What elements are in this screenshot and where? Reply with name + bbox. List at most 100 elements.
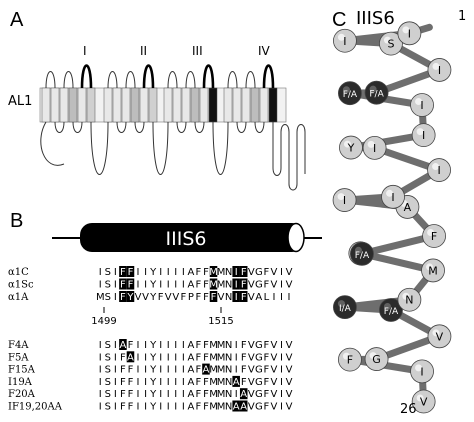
residue-letter: V <box>286 352 293 363</box>
extracellular-loop <box>227 71 238 89</box>
ball-highlight <box>416 128 424 136</box>
helix-model-title: IIIS6 <box>356 8 395 29</box>
residue-letter: I <box>182 280 185 291</box>
linker-loop <box>212 121 229 175</box>
residue-letter: F <box>241 280 247 291</box>
transmembrane-segment <box>268 87 278 123</box>
residue-letter: I <box>137 267 140 278</box>
residue-letter: I <box>280 267 283 278</box>
helix-end-label: 26 <box>400 402 417 417</box>
residue-letter: I <box>174 365 177 376</box>
residue-letter: I <box>235 267 238 278</box>
residue-letter: I <box>167 340 170 351</box>
residue-letter: I <box>144 340 147 351</box>
residue-letter: I <box>235 352 238 363</box>
residue-letter: I <box>144 352 147 363</box>
residue-letter: I <box>99 340 102 351</box>
residue-ball-label: I <box>437 164 440 177</box>
ball-highlight <box>342 352 350 360</box>
transmembrane-segment <box>181 87 191 123</box>
residue-letter: I <box>167 352 170 363</box>
residue-letter: V <box>286 340 293 351</box>
residue-letter: I <box>280 377 283 388</box>
residue-letter: F <box>241 267 247 278</box>
residue-ball-label: I <box>420 365 423 378</box>
intracellular-loop <box>116 121 127 133</box>
residue-letter: S <box>105 280 111 291</box>
residue-letter: I <box>174 352 177 363</box>
residue-ball-label: S <box>387 38 394 51</box>
residue-letter: F <box>241 365 247 376</box>
residue-highlight <box>119 339 127 350</box>
position-marker-1499: 1499 <box>91 316 116 327</box>
transmembrane-segment <box>112 87 122 123</box>
residue-letter: G <box>255 377 263 388</box>
residue-highlight <box>232 375 240 387</box>
residue-highlight <box>209 291 218 302</box>
residue-letter: G <box>255 352 263 363</box>
n-terminus <box>40 121 65 166</box>
residue-letter: I <box>99 402 102 413</box>
residue-letter: V <box>286 377 293 388</box>
residue-letter: A <box>187 280 194 291</box>
residue-letter: G <box>255 402 263 413</box>
residue-letter: G <box>255 267 263 278</box>
residue-letter: I <box>114 402 117 413</box>
residue-highlight <box>209 278 218 290</box>
wild-type-row-label: α1C <box>8 267 29 278</box>
residue-letter: F <box>196 365 202 376</box>
residue-letter: I <box>159 389 162 400</box>
ball-highlight <box>432 163 440 171</box>
residue-letter: I <box>174 377 177 388</box>
transmembrane-segment <box>223 87 233 123</box>
residue-highlight <box>232 278 240 290</box>
residue-highlight <box>232 400 240 412</box>
residue-letter: V <box>271 402 278 413</box>
residue-letter: V <box>286 365 293 376</box>
position-marker-1515: 1515 <box>208 316 233 327</box>
residue-ball-label: I <box>408 27 411 40</box>
residue-ball-label: F <box>431 230 437 243</box>
residue-letter: F <box>263 267 269 278</box>
ball-highlight <box>369 85 377 93</box>
residue-letter: V <box>271 365 278 376</box>
residue-ball-label: V <box>436 330 444 343</box>
residue-letter: I <box>235 340 238 351</box>
residue-letter: F <box>203 402 209 413</box>
residue-letter: M <box>217 340 226 351</box>
residue-letter: N <box>225 340 232 351</box>
residue-letter: I <box>99 267 102 278</box>
transmembrane-segment <box>41 87 51 123</box>
residue-letter: F <box>196 280 202 291</box>
residue-letter: I <box>272 292 275 303</box>
ball-highlight <box>432 329 440 337</box>
residue-letter: I <box>167 402 170 413</box>
residue-letter: F <box>196 377 202 388</box>
residue-ball-label: I <box>420 99 423 112</box>
linker-loop <box>90 121 109 175</box>
residue-letter: F <box>120 402 126 413</box>
residue-letter: I <box>182 340 185 351</box>
residue-letter: I <box>167 267 170 278</box>
mutant-row-label: F5A <box>8 352 29 363</box>
transmembrane-segment <box>130 87 140 123</box>
residue-letter: F <box>203 292 209 303</box>
residue-ball-label: A <box>404 201 412 214</box>
residue-letter: F <box>120 267 126 278</box>
residue-letter: Y <box>149 267 157 278</box>
residue-letter: V <box>135 292 142 303</box>
transmembrane-segment <box>241 87 251 123</box>
residue-letter: M <box>96 292 105 303</box>
pore-loop <box>80 64 93 89</box>
transmembrane-segment <box>59 87 69 123</box>
transmembrane-segment <box>190 87 200 123</box>
residue-letter: F <box>263 389 269 400</box>
residue-letter: M <box>209 402 218 413</box>
residue-letter: I <box>137 280 140 291</box>
residue-letter: Y <box>149 377 157 388</box>
ball-highlight <box>383 36 391 44</box>
residue-highlight <box>239 388 248 400</box>
domain-label-iii: III <box>192 44 203 58</box>
extracellular-loop <box>107 71 118 89</box>
residue-letter: M <box>217 280 226 291</box>
